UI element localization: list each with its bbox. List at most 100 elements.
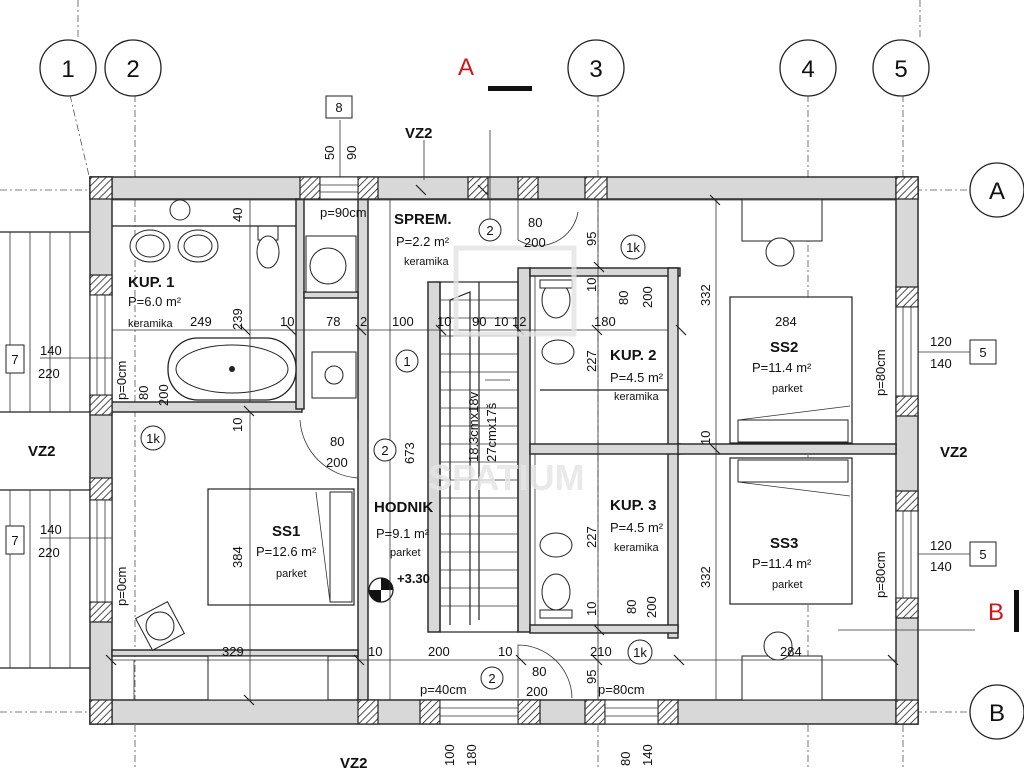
dim-100: 100 (392, 314, 414, 329)
interior-walls (111, 198, 897, 701)
room-kup1-area: P=6.0 m² (128, 294, 182, 309)
room-kup3-name: KUP. 3 (610, 497, 656, 514)
room-ss3-area: P=11.4 m² (752, 556, 812, 571)
dimension-lines (40, 120, 970, 706)
dim-10-b: 10 (437, 314, 451, 329)
door-tags: 1k 1k 1k 2 2 2 1 (140, 218, 653, 690)
door-tag-1k-kup1: 1k (146, 431, 160, 446)
dimension-labels: 50 90 40 249 239 10 78 2 100 10 90 10 12… (38, 146, 952, 766)
dim-227-kup3: 227 (584, 526, 599, 548)
section-mark-a: A (458, 54, 474, 81)
dim-384: 384 (230, 546, 245, 568)
door-tag-2-sprem: 2 (486, 223, 493, 238)
axis-bubble-1: 1 (61, 56, 74, 83)
room-ss2-area: P=11.4 m² (752, 360, 812, 375)
windows (89, 176, 919, 725)
dim-80-bottom: 80 (618, 752, 633, 766)
dim-80-kup1: 80 (136, 386, 151, 400)
dim-80-ss1: 80 (330, 434, 344, 449)
dim-239: 239 (230, 308, 245, 330)
dim-180: 180 (594, 314, 616, 329)
dim-10-bottom-a: 10 (368, 644, 382, 659)
dim-80-kup3: 80 (624, 600, 639, 614)
stair-rise-label: 18.3cmx18v (466, 391, 481, 462)
dim-140-left-bottom: 140 (40, 522, 62, 537)
room-kup2-name: KUP. 2 (610, 347, 656, 364)
dim-10-kup1-bottom: 10 (230, 418, 245, 432)
dim-332-bottom: 332 (698, 566, 713, 588)
staircase (439, 281, 519, 633)
dim-140-right-bottom: 140 (930, 559, 952, 574)
dim-80-kup2: 80 (616, 291, 631, 305)
dim-284-bottom: 284 (780, 644, 802, 659)
room-ss2-floor: parket (772, 383, 803, 395)
elevation-label: +3.30 (397, 571, 430, 586)
sill-label-hodnik: p=40cm (420, 682, 467, 697)
balcony-rails (0, 231, 90, 669)
grid-bubbles: 1 2 3 4 5 A B (39, 39, 1024, 740)
sill-label-ss3: p=80cm (873, 551, 888, 598)
dim-140-left-top: 140 (40, 343, 62, 358)
room-hodnik-area: P=9.1 m² (376, 526, 430, 541)
dim-95-top: 95 (584, 232, 599, 246)
sill-label-kup3: p=80cm (598, 682, 645, 697)
dim-80-sprem: 80 (528, 215, 542, 230)
room-kup1-name: KUP. 1 (128, 274, 174, 291)
dim-332-top: 332 (698, 284, 713, 306)
window-tag-8: 8 (335, 100, 342, 115)
dim-200-sprem: 200 (524, 235, 546, 250)
dim-12: 12 (512, 314, 526, 329)
axis-bubble-b: B (989, 700, 1005, 727)
window-tags: 8 7 7 5 5 (5, 95, 997, 567)
door-tag-1-stair: 1 (403, 354, 410, 369)
axis-bubble-a: A (989, 178, 1005, 205)
dim-95-bottom: 95 (584, 670, 599, 684)
dim-220-left-bottom: 220 (38, 545, 60, 560)
columns (89, 176, 919, 725)
vz2-label-right: VZ2 (940, 444, 968, 461)
section-marks: A B (458, 54, 1019, 632)
dim-200-hodnik: 200 (526, 684, 548, 699)
dim-140-bottom: 140 (640, 744, 655, 766)
dim-10-a: 10 (280, 314, 294, 329)
axis-bubble-5: 5 (894, 56, 907, 83)
section-mark-b: B (988, 599, 1004, 626)
dim-210: 210 (590, 644, 612, 659)
room-ss3-name: SS3 (770, 535, 798, 552)
fixtures (112, 198, 853, 701)
dim-200-bottom: 200 (428, 644, 450, 659)
dim-200-kup2: 200 (640, 286, 655, 308)
dim-90-top: 90 (344, 146, 359, 160)
vz2-label-top: VZ2 (405, 125, 433, 142)
dim-120-right-bottom: 120 (930, 538, 952, 553)
dim-10-c: 10 (494, 314, 508, 329)
sill-label-sprem: p=90cm (320, 205, 367, 220)
dim-2: 2 (360, 314, 367, 329)
room-kup3-area: P=4.5 m² (610, 520, 664, 535)
room-kup2-floor: keramika (614, 391, 660, 403)
dim-10-mid: 10 (698, 431, 713, 445)
dim-284-top: 284 (775, 314, 797, 329)
vz2-label-left: VZ2 (28, 443, 56, 460)
annotations: VZ2 VZ2 VZ2 VZ2 p=90cm p=0cm p=0cm p=80c… (28, 125, 968, 768)
axis-bubble-3: 3 (589, 56, 602, 83)
room-sprem-floor: keramika (404, 256, 450, 268)
dim-10-bottom-b: 10 (498, 644, 512, 659)
vz2-label-bottom: VZ2 (340, 755, 368, 768)
room-ss2-name: SS2 (770, 339, 798, 356)
stair-run-label: 27cmx17š (484, 402, 499, 462)
dim-40-kup1: 40 (230, 208, 245, 222)
dim-140-right-top: 140 (930, 356, 952, 371)
door-tag-2-hodnik: 2 (488, 671, 495, 686)
room-kup2-area: P=4.5 m² (610, 370, 664, 385)
window-tag-5-top: 5 (979, 345, 986, 360)
room-sprem-name: SPREM. (394, 211, 452, 228)
dim-200-kup1: 200 (156, 384, 171, 406)
dim-78: 78 (326, 314, 340, 329)
window-tag-5-bottom: 5 (979, 547, 986, 562)
dim-120-right-top: 120 (930, 334, 952, 349)
room-kup1-floor: keramika (128, 318, 174, 330)
room-ss3-floor: parket (772, 579, 803, 591)
dim-673: 673 (402, 442, 417, 464)
